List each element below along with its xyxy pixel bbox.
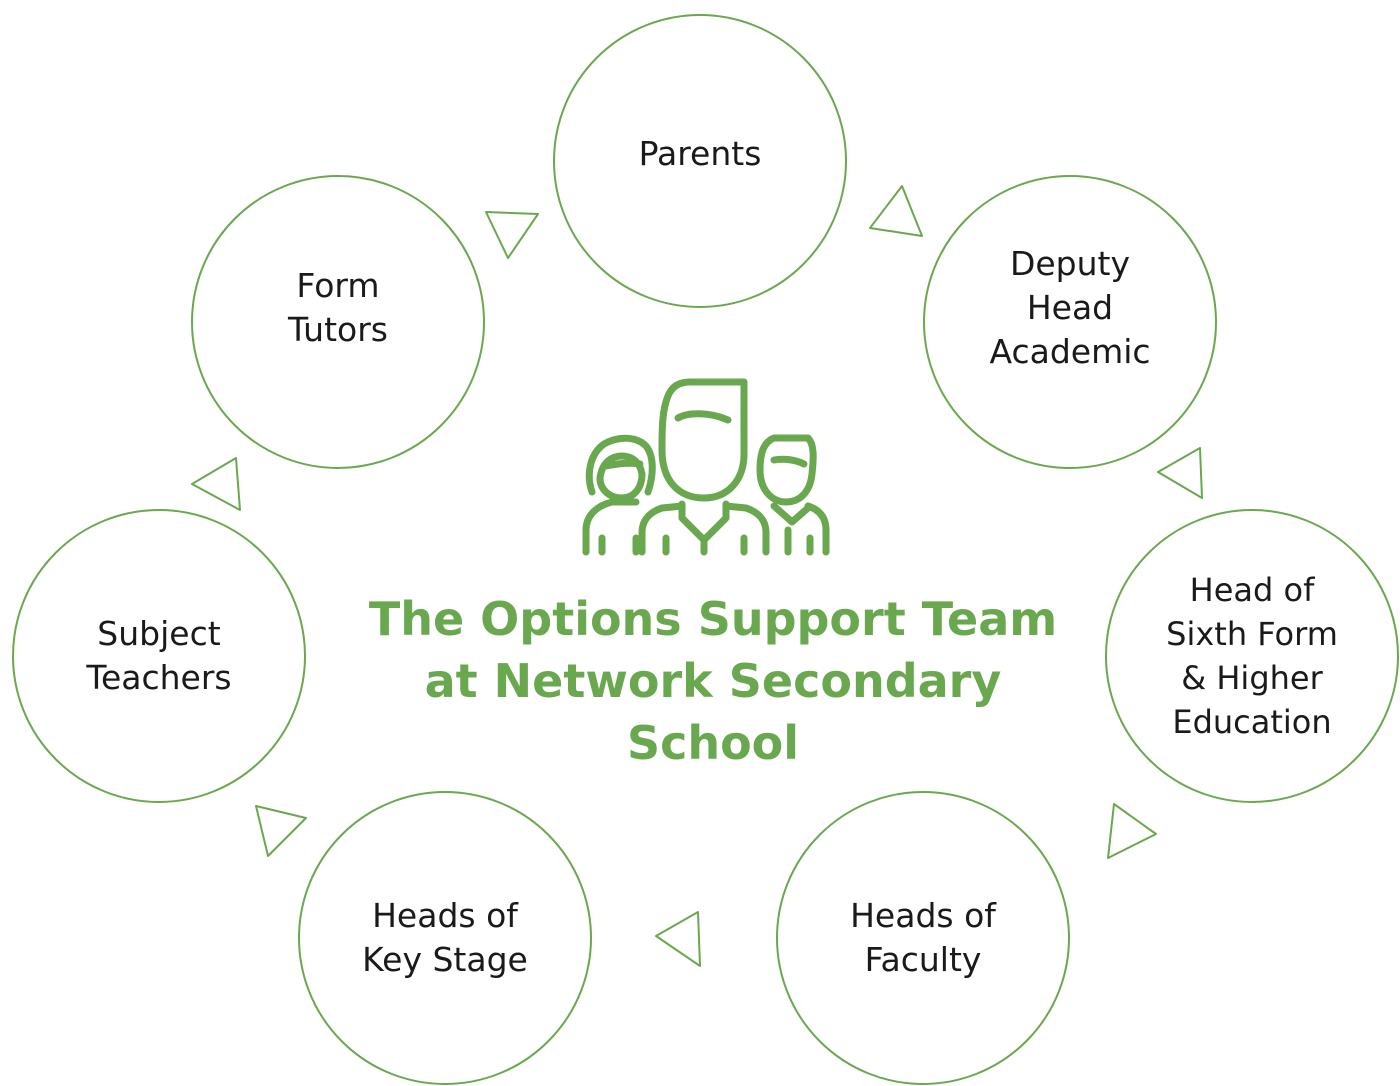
node-heads-of-key-stage-label: Heads of Key Stage	[362, 896, 528, 979]
node-heads-of-faculty: Heads of Faculty	[776, 791, 1070, 1085]
node-deputy-head-academic-label: Deputy Head Academic	[989, 244, 1151, 371]
triangle-arrow-icon	[1157, 447, 1203, 499]
node-heads-of-key-stage: Heads of Key Stage	[298, 791, 592, 1085]
node-deputy-head-academic: Deputy Head Academic	[923, 175, 1217, 469]
triangle-arrow-icon	[869, 185, 923, 237]
triangle-arrow-icon	[655, 911, 701, 967]
triangle-arrow-icon	[255, 805, 307, 857]
node-subject-teachers-label: Subject Teachers	[86, 614, 232, 697]
node-form-tutors: Form Tutors	[191, 175, 485, 469]
triangle-arrow-icon	[191, 457, 241, 511]
node-parents-label: Parents	[638, 134, 762, 173]
node-subject-teachers: Subject Teachers	[12, 509, 306, 803]
node-form-tutors-label: Form Tutors	[288, 266, 388, 349]
diagram-title: The Options Support Team at Network Seco…	[368, 592, 1058, 770]
triangle-arrow-icon	[485, 211, 539, 259]
node-heads-of-faculty-label: Heads of Faculty	[850, 896, 996, 979]
triangle-arrow-icon	[1107, 803, 1157, 859]
node-head-of-sixth-form: Head of Sixth Form & Higher Education	[1105, 509, 1399, 803]
node-parents: Parents	[553, 14, 847, 308]
team-people-icon	[582, 378, 830, 556]
node-head-of-sixth-form-label: Head of Sixth Form & Higher Education	[1166, 571, 1338, 741]
